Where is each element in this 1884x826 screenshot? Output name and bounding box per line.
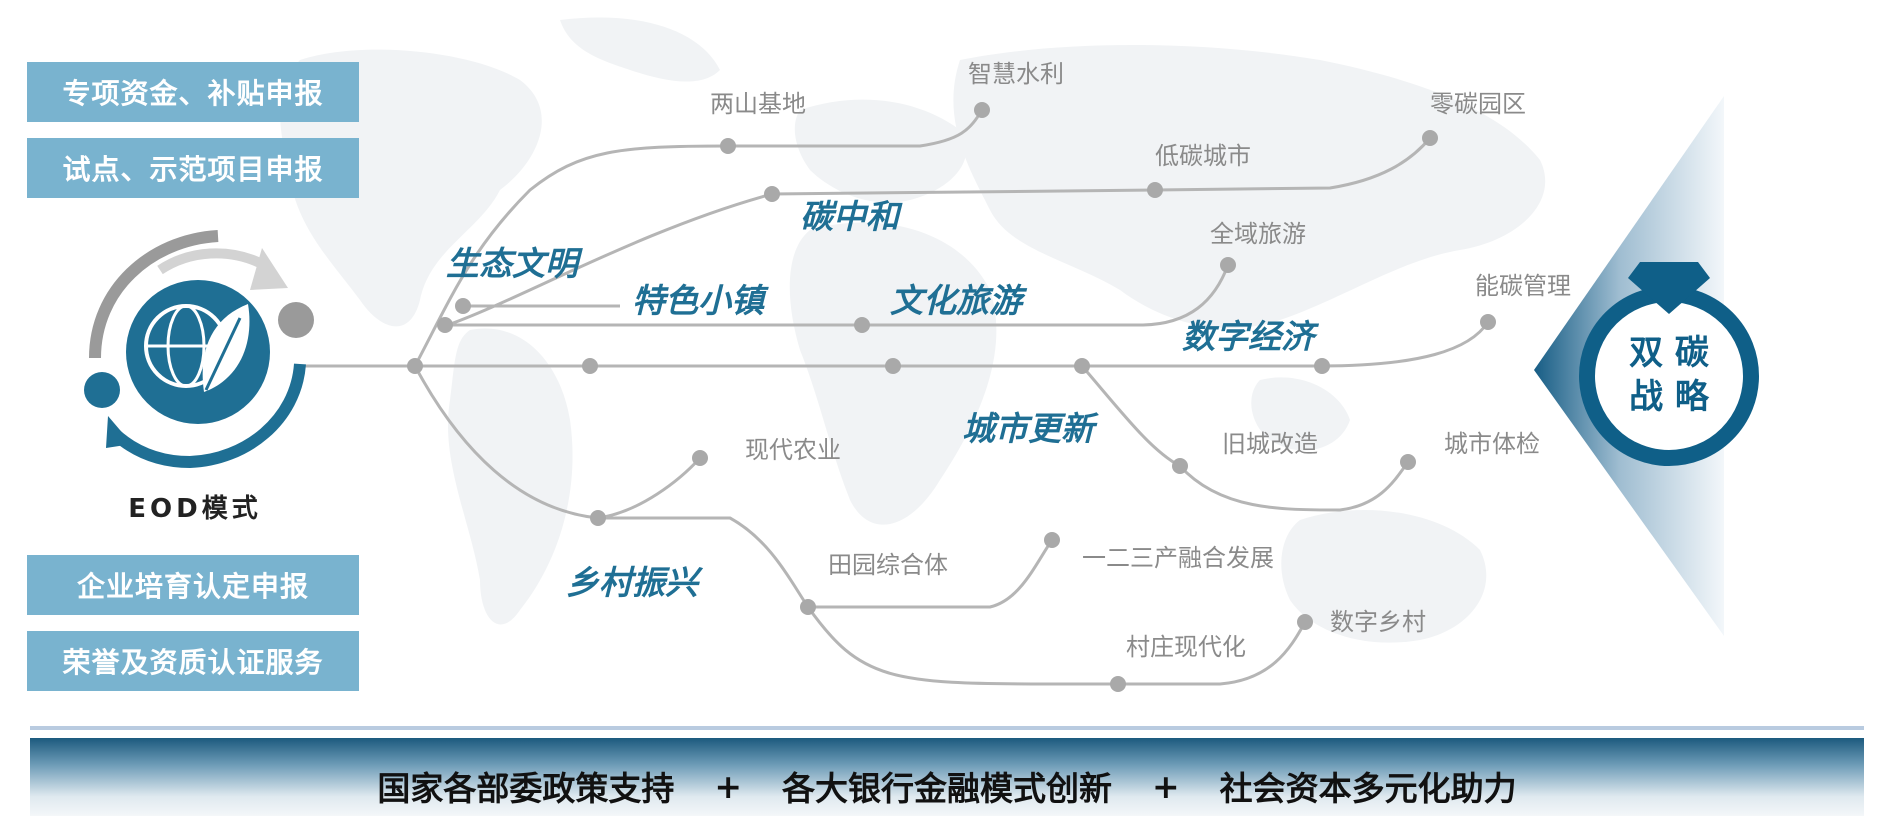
digital-branch-line [1319,321,1490,368]
cityexam-node [1400,454,1416,470]
oldtown-node [1172,458,1188,474]
culture-node-2 [854,317,870,333]
urban-line [1080,365,1410,512]
node-label-alltour: 全域旅游 [1210,220,1306,248]
theme-label-culture: 文化旅游 [890,281,1028,320]
footer-divider [30,726,1864,730]
ecology-line [413,109,984,367]
pastoral-node [800,599,816,615]
target-line-1: 双 碳 [1629,333,1710,373]
hub-node [407,358,423,374]
theme-label-digital: 数字经济 [1182,317,1320,356]
footer-plus-1: + [714,766,742,806]
pilot-demo-project-button[interactable]: 试点、示范项目申报 [27,138,359,198]
pastoral-line [808,539,1054,609]
carbon-node [764,186,780,202]
industries-node [1044,532,1060,548]
urban-hub-node [1074,358,1090,374]
theme-label-urban: 城市更新 [962,409,1099,448]
footer-support-row: 国家各部委政策支持 + 各大银行金融模式创新 + 社会资本多元化助力 [30,758,1864,814]
villagemod-node [1110,676,1126,692]
node-label-digitalvillage: 数字乡村 [1330,608,1426,636]
node-label-energy: 能碳管理 [1475,272,1571,300]
rural-line [413,365,702,520]
diamond-ring-icon [1628,262,1710,314]
node-label-liangshan: 两山基地 [710,90,806,118]
honor-qualification-button[interactable]: 荣誉及资质认证服务 [27,631,359,691]
eod-cycle-globe-leaf-icon [84,230,314,469]
route-lines [300,109,1490,686]
theme-label-rural: 乡村振兴 [566,563,704,602]
theme-label-carbon: 碳中和 [800,197,903,236]
eod-mode-label: EOD模式 [128,494,262,524]
footer-item-policy: 国家各部委政策支持 [377,769,675,808]
carbon-line [444,137,1432,328]
node-label-water: 智慧水利 [968,60,1064,88]
target-line-2: 战 略 [1629,377,1710,417]
footer-item-capital: 社会资本多元化助力 [1219,769,1517,808]
node-label-zerocarbon: 零碳园区 [1430,90,1526,118]
theme-label-town: 特色小镇 [632,281,769,320]
main-node-1 [582,358,598,374]
digitalvillage-node [1297,614,1313,630]
ecology-node-1 [455,298,471,314]
lowcarbon-node [1147,182,1163,198]
footer-bar [30,738,1864,816]
theme-label-ecology: 生态文明 [446,244,583,283]
dual-carbon-target: 双 碳 战 略 [1534,96,1759,636]
node-label-lowcarbon: 低碳城市 [1155,142,1251,170]
energy-node [1480,314,1496,330]
node-label-cityexam: 城市体检 [1444,430,1540,458]
liangshan-node [720,138,736,154]
node-label-pastoral: 田园综合体 [828,551,948,579]
digital-node [1314,358,1330,374]
zerocarbon-node [1422,130,1438,146]
node-label-industries: 一二三产融合发展 [1082,544,1274,572]
footer-item-finance: 各大银行金融模式创新 [782,769,1112,808]
footer-plus-2: + [1152,766,1180,806]
node-label-villagemod: 村庄现代化 [1126,633,1246,661]
alltour-node [1220,257,1236,273]
water-node [974,102,990,118]
node-label-oldtown: 旧城改造 [1222,430,1318,458]
special-funds-subsidy-button[interactable]: 专项资金、补贴申报 [27,62,359,122]
rural-hub-node [590,510,606,526]
modernagri-node [692,450,708,466]
enterprise-cultivation-button[interactable]: 企业培育认定申报 [27,555,359,615]
culture-node-1 [437,317,453,333]
main-node-2 [885,358,901,374]
culture-line [440,264,1230,327]
rural-main-line [598,516,1307,686]
node-label-modernagri: 现代农业 [745,436,841,464]
route-nodes [407,102,1496,692]
